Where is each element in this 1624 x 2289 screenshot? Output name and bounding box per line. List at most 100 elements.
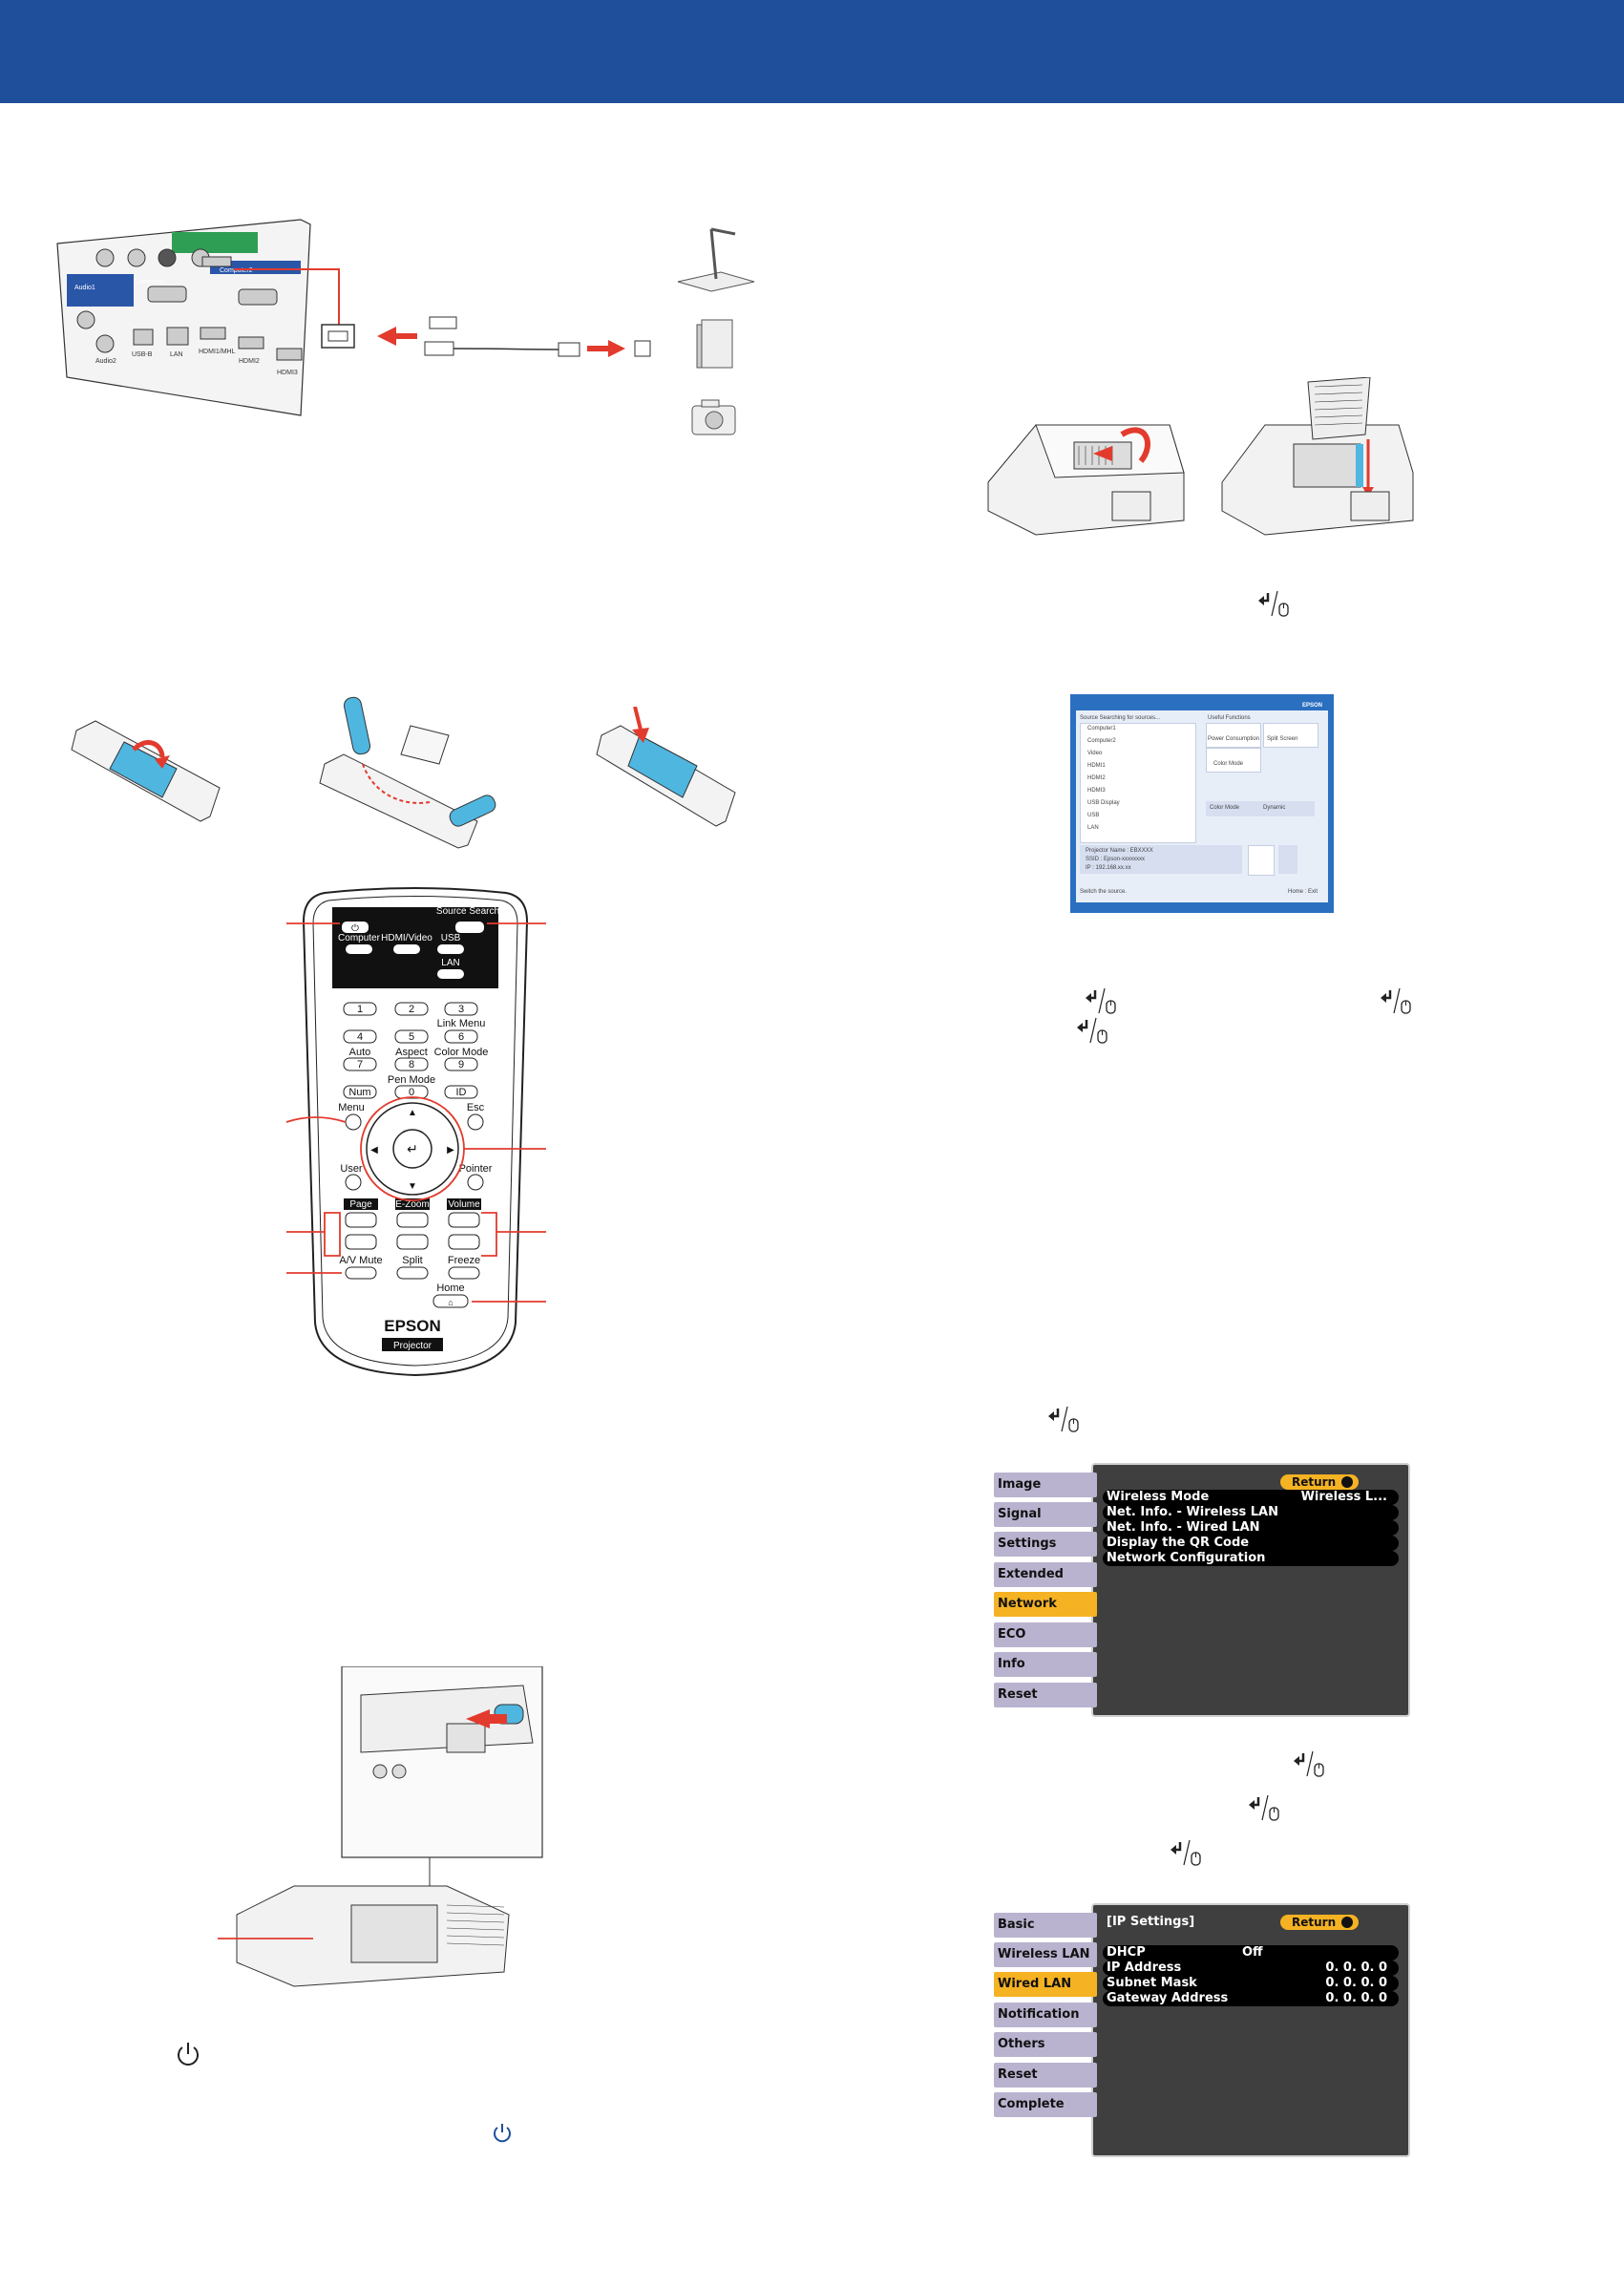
camera-icon [691, 399, 736, 435]
remote-label: ID [456, 1087, 467, 1098]
source-search-button[interactable] [455, 922, 484, 933]
enter-button[interactable] [392, 1129, 432, 1169]
tab-extended[interactable]: Extended [994, 1562, 1097, 1587]
function-item[interactable]: Color Mode [1213, 761, 1244, 767]
tab-wireless-lan[interactable]: Wireless LAN [994, 1942, 1097, 1967]
hdmi-video-button[interactable] [393, 944, 420, 954]
source-item[interactable]: Computer2 [1087, 738, 1116, 744]
header-bar [0, 0, 1624, 103]
ip-settings-title: [IP Settings] [1107, 1915, 1195, 1929]
source-item[interactable]: HDMI3 [1087, 788, 1106, 794]
lan-button[interactable] [437, 969, 464, 979]
tab-others[interactable]: Others [994, 2032, 1097, 2057]
remote-label: Volume [448, 1199, 480, 1210]
menu-row-net-info-wireless[interactable]: Net. Info. - Wireless LAN [1103, 1505, 1399, 1520]
menu-button[interactable] [345, 1113, 362, 1131]
panel-label: Computer1 [134, 279, 167, 286]
source-item[interactable]: HDMI1 [1087, 763, 1106, 769]
remote-label: Menu [338, 1102, 365, 1113]
tab-network[interactable]: Network [994, 1592, 1097, 1617]
return-button[interactable]: Return [1280, 1474, 1360, 1490]
color-mode-value: Dynamic [1263, 805, 1286, 811]
tab-eco[interactable]: ECO [994, 1622, 1097, 1647]
source-item[interactable]: USB [1087, 813, 1100, 818]
volume-up-button[interactable] [448, 1212, 480, 1228]
remote-label: LAN [441, 958, 459, 968]
home-left-header: Source Searching for sources... [1080, 715, 1161, 721]
home-button[interactable] [432, 1294, 469, 1308]
info-line: IP : 192.168.xx.xx [1086, 865, 1131, 871]
remote-label: 9 [458, 1059, 464, 1070]
remote-label: Auto [349, 1047, 371, 1058]
tab-complete[interactable]: Complete [994, 2092, 1097, 2117]
remote-label: Freeze [448, 1255, 480, 1266]
menu-row-network-config[interactable]: Network Configuration [1103, 1551, 1399, 1566]
panel-label: HDMI2 [239, 358, 260, 365]
tab-reset[interactable]: Reset [994, 1683, 1097, 1707]
tab-notification[interactable]: Notification [994, 2003, 1097, 2027]
user-button[interactable] [345, 1174, 362, 1191]
tab-basic[interactable]: Basic [994, 1913, 1097, 1938]
volume-down-button[interactable] [448, 1234, 480, 1250]
enter-button-icon [1258, 589, 1291, 618]
return-button[interactable]: Return [1280, 1915, 1360, 1930]
remote-label: 3 [458, 1004, 464, 1015]
source-item[interactable]: Computer1 [1087, 726, 1116, 731]
panel-label: LAN [170, 351, 183, 358]
ezoom-out-button[interactable] [396, 1234, 429, 1250]
remote-label: Split [402, 1255, 422, 1266]
menu-row-qr-code[interactable]: Display the QR Code [1103, 1536, 1399, 1551]
page-down-button[interactable] [345, 1234, 377, 1250]
tab-info[interactable]: Info [994, 1652, 1097, 1677]
usb-button[interactable] [437, 944, 464, 954]
document-camera-icon [677, 227, 755, 292]
remote-label: Aspect [395, 1047, 428, 1058]
tab-reset[interactable]: Reset [994, 2063, 1097, 2088]
source-item[interactable]: LAN [1087, 825, 1099, 831]
ezoom-in-button[interactable] [396, 1212, 429, 1228]
air-filter-illustration [979, 377, 1432, 549]
remote-label: 4 [357, 1031, 363, 1043]
tab-image[interactable]: Image [994, 1473, 1097, 1497]
tab-settings[interactable]: Settings [994, 1532, 1097, 1557]
page-up-button[interactable] [345, 1212, 377, 1228]
external-devices-illustration [668, 220, 764, 449]
power-cord-connection-illustration [218, 1666, 547, 2010]
split-button[interactable] [396, 1266, 429, 1280]
esc-button[interactable] [467, 1113, 484, 1131]
tab-wired-lan[interactable]: Wired LAN [994, 1972, 1097, 1997]
panel-label: HDMI1/MHL [199, 349, 236, 355]
tab-signal[interactable]: Signal [994, 1502, 1097, 1527]
freeze-button[interactable] [448, 1266, 480, 1280]
computer-button[interactable] [346, 944, 372, 954]
function-item[interactable]: Split Screen [1267, 736, 1298, 742]
remote-label: Source Search [436, 906, 499, 917]
remote-label: Page [349, 1199, 372, 1210]
source-item[interactable]: Video [1087, 751, 1103, 756]
source-item[interactable]: USB Display [1087, 800, 1120, 806]
enter-button-icon [1381, 986, 1413, 1015]
panel-label: Computer2 [220, 267, 253, 274]
enter-button-icon [1048, 1405, 1081, 1433]
pointer-button[interactable] [467, 1174, 484, 1191]
remote-label: E-Zoom [395, 1199, 430, 1210]
source-item[interactable]: HDMI2 [1087, 775, 1106, 781]
svg-text:▲: ▲ [408, 1108, 417, 1118]
svg-text:▼: ▼ [408, 1181, 417, 1192]
panel-label: Audio1 [74, 285, 95, 291]
function-item[interactable]: Power Consumption [1208, 736, 1260, 742]
panel-label: USB-B [132, 351, 153, 358]
remote-label: Num [348, 1087, 370, 1098]
av-mute-button[interactable] [345, 1266, 377, 1280]
remote-label: Pointer [459, 1163, 493, 1175]
remote-label: Link Menu [437, 1018, 486, 1029]
menu-row-net-info-wired[interactable]: Net. Info. - Wired LAN [1103, 1520, 1399, 1536]
